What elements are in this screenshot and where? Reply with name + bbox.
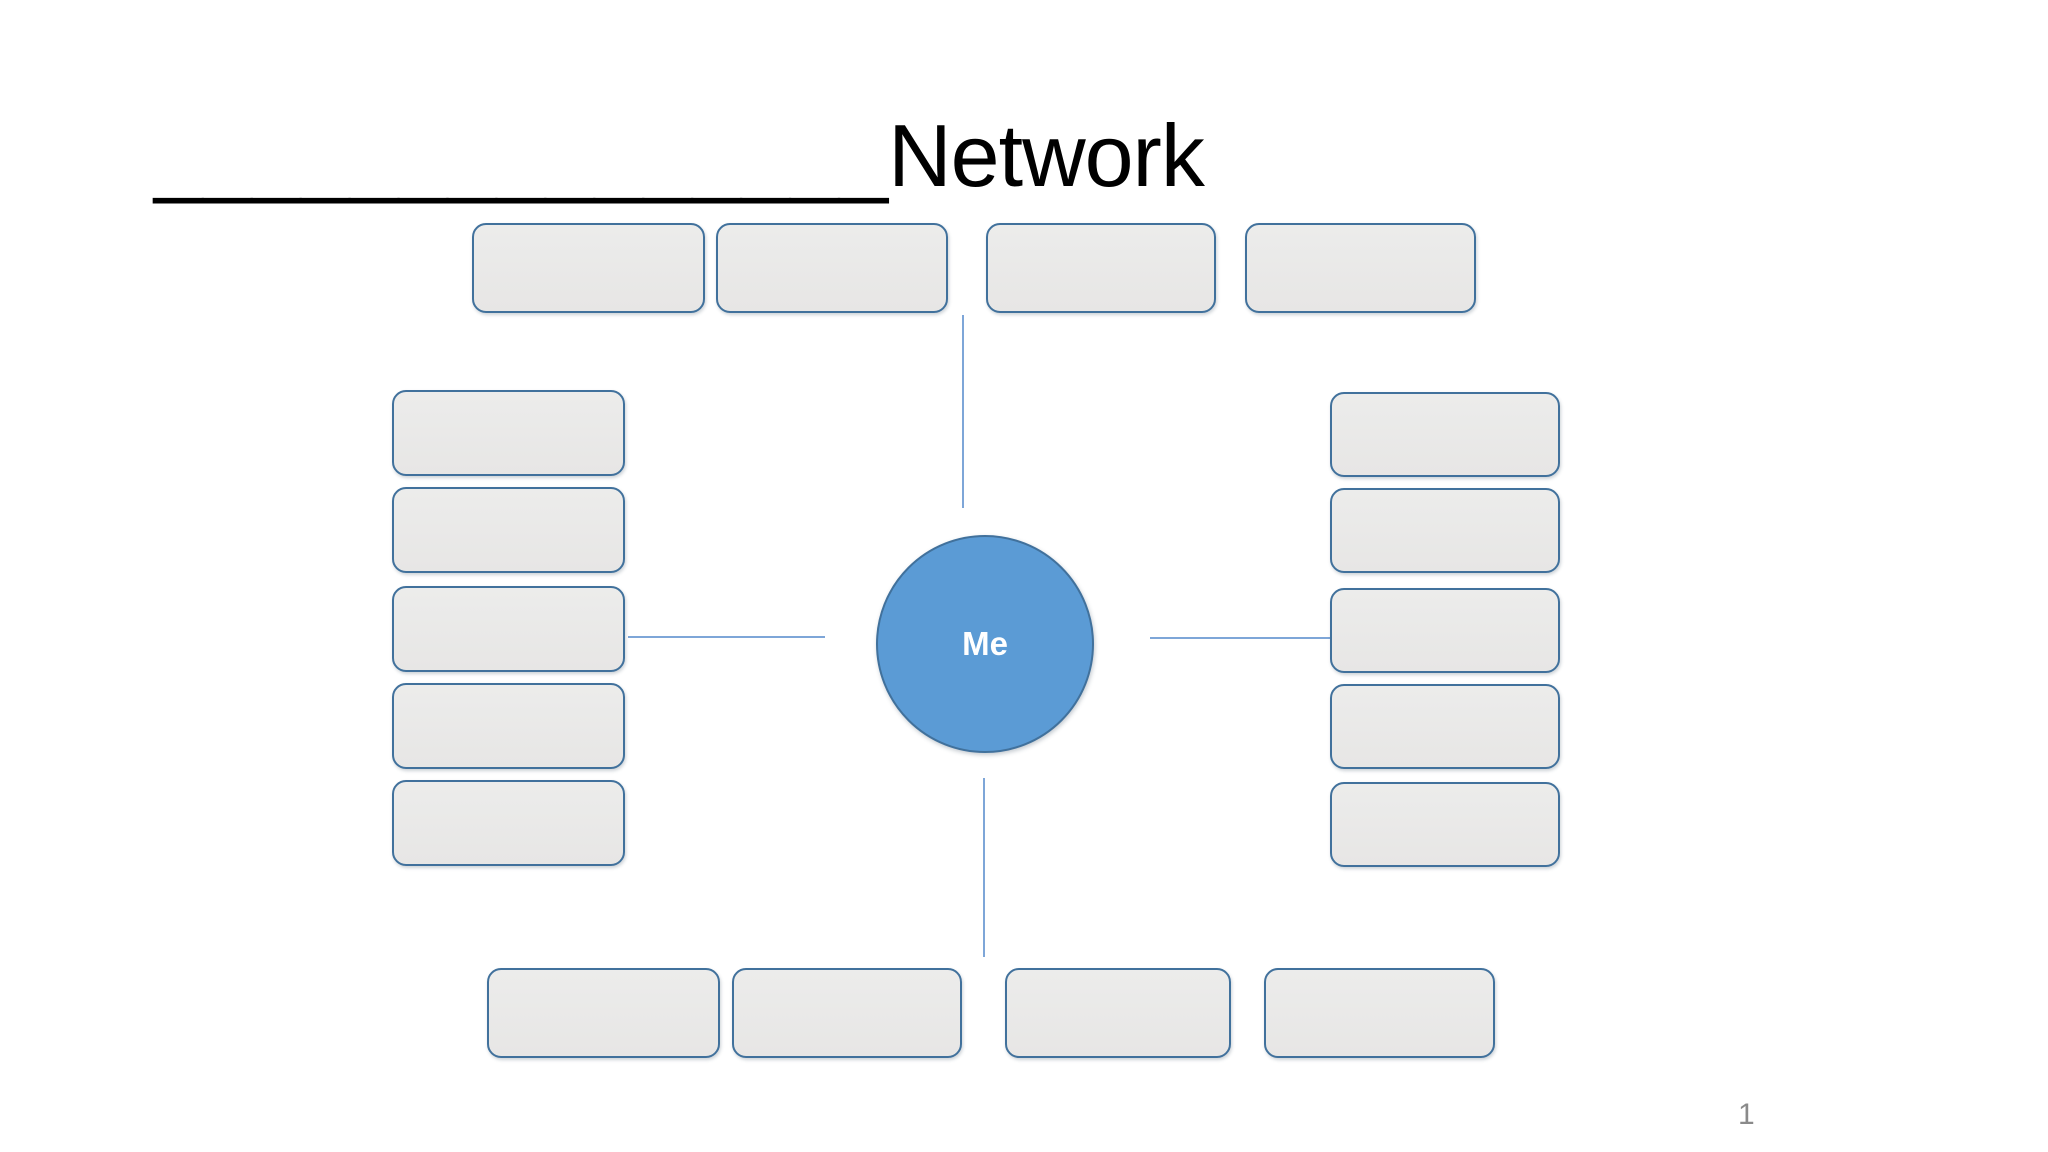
bottom-box-1[interactable] <box>487 968 720 1058</box>
right-box-2[interactable] <box>1330 488 1560 573</box>
left-box-1[interactable] <box>392 390 625 476</box>
slide-title: _______________Network <box>154 112 1205 200</box>
left-box-2[interactable] <box>392 487 625 573</box>
right-box-3[interactable] <box>1330 588 1560 673</box>
right-box-5[interactable] <box>1330 782 1560 867</box>
left-box-4[interactable] <box>392 683 625 769</box>
bottom-box-3[interactable] <box>1005 968 1231 1058</box>
page-number: 1 <box>1738 1098 1755 1131</box>
connector-bottom <box>983 778 985 957</box>
me-label: Me <box>962 625 1008 662</box>
me-circle[interactable]: Me <box>876 535 1094 753</box>
title-blank-line: _______________ <box>154 106 889 205</box>
connector-top <box>962 315 964 508</box>
top-box-2[interactable] <box>716 223 948 313</box>
bottom-box-2[interactable] <box>732 968 962 1058</box>
right-box-4[interactable] <box>1330 684 1560 769</box>
left-box-5[interactable] <box>392 780 625 866</box>
right-box-1[interactable] <box>1330 392 1560 477</box>
title-word: Network <box>888 106 1205 205</box>
connector-right <box>1150 637 1330 639</box>
top-box-1[interactable] <box>472 223 705 313</box>
top-box-3[interactable] <box>986 223 1216 313</box>
connector-left <box>628 636 825 638</box>
bottom-box-4[interactable] <box>1264 968 1495 1058</box>
top-box-4[interactable] <box>1245 223 1476 313</box>
left-box-3[interactable] <box>392 586 625 672</box>
